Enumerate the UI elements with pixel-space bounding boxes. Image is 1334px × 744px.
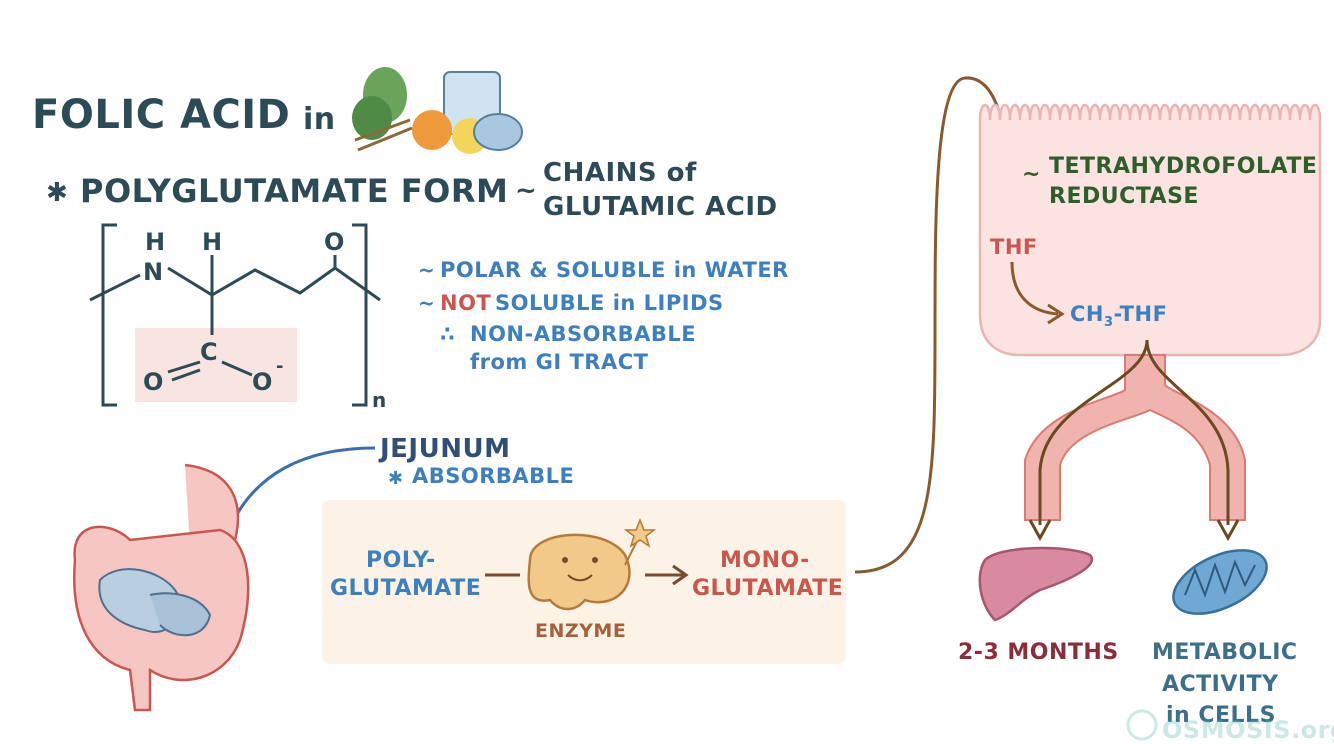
jejunum-note: ABSORBABLE: [412, 464, 574, 488]
tilde-1: ~: [418, 258, 435, 282]
mono-label-1: MONO-: [720, 548, 810, 573]
asterisk-icon: ✱: [46, 178, 68, 208]
reductase-line-1: TETRAHYDROFOLATE: [1049, 154, 1317, 179]
tilde-2: ~: [418, 291, 435, 315]
chains-line-2: GLUTAMIC ACID: [543, 192, 778, 222]
atom-o-right: O: [252, 368, 273, 396]
cells-line-2: ACTIVITY: [1162, 672, 1279, 697]
point-not: NOT: [440, 291, 491, 315]
page-title: FOLIC ACID: [32, 92, 290, 138]
point-gi-tract: from GI TRACT: [470, 350, 648, 374]
mono-label-2: GLUTAMATE: [692, 576, 843, 601]
atom-h1: H: [145, 228, 166, 256]
chains-line-1: CHAINS of: [543, 158, 697, 188]
ch3-a: CH: [1070, 302, 1104, 326]
therefore-icon: ∴: [440, 322, 455, 346]
ch3-thf-label: CH3-THF: [1070, 302, 1167, 330]
atom-h2: H: [202, 228, 223, 256]
ch3-sub: 3: [1104, 315, 1114, 330]
tilde-3: ~: [1022, 162, 1041, 187]
atom-c: C: [200, 338, 218, 366]
point-nonabsorbable: NON-ABSORBABLE: [470, 322, 696, 346]
reductase-line-2: REDUCTASE: [1049, 184, 1199, 209]
cells-line-1: METABOLIC: [1152, 640, 1298, 665]
blood-vessel: [1025, 340, 1245, 538]
subscript-n: n: [372, 388, 387, 412]
atom-o-top: O: [324, 228, 345, 256]
watermark-text: OSMOSIS.org: [1162, 716, 1334, 744]
polyglutamate-heading: POLYGLUTAMATE FORM: [80, 172, 508, 210]
watermark-logo: [1128, 711, 1156, 739]
title-in: in: [303, 102, 336, 137]
food-icon: [352, 67, 522, 154]
thf-label: THF: [990, 235, 1038, 259]
liver-duration: 2-3 MONTHS: [958, 640, 1119, 665]
poly-label-2: GLUTAMATE: [330, 576, 481, 601]
jejunum-label: JEJUNUM: [380, 434, 510, 464]
mitochondrion-icon: [1164, 537, 1277, 626]
point-polar: POLAR & SOLUBLE in WATER: [440, 258, 789, 282]
liver-icon: [980, 548, 1092, 620]
gi-tract-icon: [74, 465, 248, 710]
atom-n: N: [143, 258, 164, 286]
atom-charge: -: [276, 356, 284, 377]
tilde: ~: [515, 176, 537, 206]
poly-label-1: POLY-: [366, 548, 436, 573]
asterisk-icon-2: ✱: [388, 468, 404, 489]
ch3-b: -THF: [1114, 302, 1168, 326]
atom-o-left: O: [143, 368, 164, 396]
enzyme-label: ENZYME: [535, 620, 626, 642]
point-lipids: SOLUBLE in LIPIDS: [495, 291, 724, 315]
